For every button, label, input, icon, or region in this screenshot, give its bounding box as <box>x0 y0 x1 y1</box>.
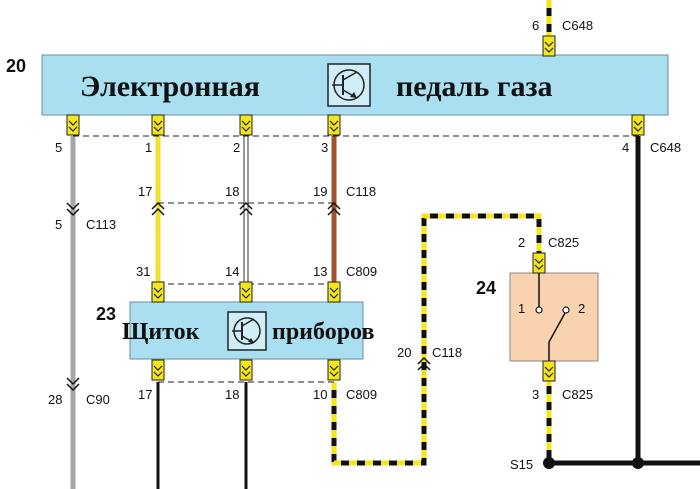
pin-connector <box>239 114 253 136</box>
pin-connector <box>327 114 341 136</box>
label-top-name: C648 <box>562 18 593 33</box>
splice-s15-dot <box>543 457 555 469</box>
switch-pin-right: 2 <box>578 301 585 316</box>
pin-connector-top <box>542 35 556 57</box>
connector-c90-chevron <box>66 377 80 392</box>
pin-connector <box>532 252 546 274</box>
pin-connector <box>151 114 165 136</box>
pin-connector <box>151 359 165 381</box>
splice-dot-right <box>632 457 644 469</box>
connector-c118-chevrons <box>151 201 341 216</box>
transistor-icon <box>327 63 371 107</box>
pedal-component: 20 Электронная педаль газа <box>6 54 669 116</box>
label-c825-bottom-name: C825 <box>562 387 593 402</box>
connector-c113-chevron <box>66 202 80 217</box>
label-c809-bottom-pin-10: 10 <box>313 387 327 402</box>
label-pedal-pin-5: 5 <box>55 140 62 155</box>
transistor-icon <box>227 311 267 351</box>
pin-connector <box>631 114 645 136</box>
pin-connector <box>327 281 341 303</box>
label-pedal-pin-1: 1 <box>145 140 152 155</box>
label-c809-top-name: C809 <box>346 264 377 279</box>
cluster-component: 23 Щиток приборов <box>96 281 374 381</box>
label-splice-s15: S15 <box>510 457 533 472</box>
label-pedal-right-name: C648 <box>650 140 681 155</box>
switch-pin-left: 1 <box>518 301 525 316</box>
switch-box <box>509 272 599 362</box>
pedal-pin-connectors <box>66 35 645 136</box>
label-c118-pin-19: 19 <box>313 184 327 199</box>
label-c809-bottom-name: C809 <box>346 387 377 402</box>
label-c118-name: C118 <box>346 184 376 199</box>
label-c809-top-pin-13: 13 <box>313 264 327 279</box>
label-c118-right-pin: 20 <box>397 345 411 360</box>
label-c825-top-name: C825 <box>548 235 579 250</box>
pin-connector <box>327 359 341 381</box>
label-c809-top-pin-14: 14 <box>225 264 239 279</box>
label-pedal-pin-3: 3 <box>321 140 328 155</box>
label-c825-bottom-pin: 3 <box>532 387 539 402</box>
label-c809-bottom-pin-17: 17 <box>138 387 152 402</box>
pin-connector <box>151 281 165 303</box>
switch-component: 24 1 2 <box>476 252 599 382</box>
label-c809-top-pin-31: 31 <box>136 264 150 279</box>
pin-connector <box>239 281 253 303</box>
pedal-number: 20 <box>6 56 26 76</box>
label-c118-right-name: C118 <box>432 345 462 360</box>
label-c118-pin-17: 17 <box>138 184 152 199</box>
pedal-title-left: Электронная <box>80 70 260 103</box>
label-c118-pin-18: 18 <box>225 184 239 199</box>
switch-number: 24 <box>476 278 496 298</box>
pin-connector <box>66 114 80 136</box>
switch-contact-icon <box>548 312 566 343</box>
label-c90-pin: 28 <box>48 392 62 407</box>
label-top-pin: 6 <box>532 18 539 33</box>
label-c809-bottom-pin-18: 18 <box>225 387 239 402</box>
cluster-number: 23 <box>96 304 116 324</box>
label-c90-name: C90 <box>86 392 110 407</box>
label-c113-name: C113 <box>86 217 116 232</box>
label-c825-top-pin: 2 <box>518 235 525 250</box>
cluster-title-right: приборов <box>272 319 374 345</box>
cluster-title-left: Щиток <box>122 319 200 345</box>
pedal-title-right: педаль газа <box>396 70 553 103</box>
pin-connector <box>542 360 556 382</box>
label-pedal-right-pin: 4 <box>622 140 629 155</box>
connector-c118-right-chevron <box>417 356 431 371</box>
label-c113-pin: 5 <box>55 217 62 232</box>
label-pedal-pin-2: 2 <box>233 140 240 155</box>
pin-connector <box>239 359 253 381</box>
